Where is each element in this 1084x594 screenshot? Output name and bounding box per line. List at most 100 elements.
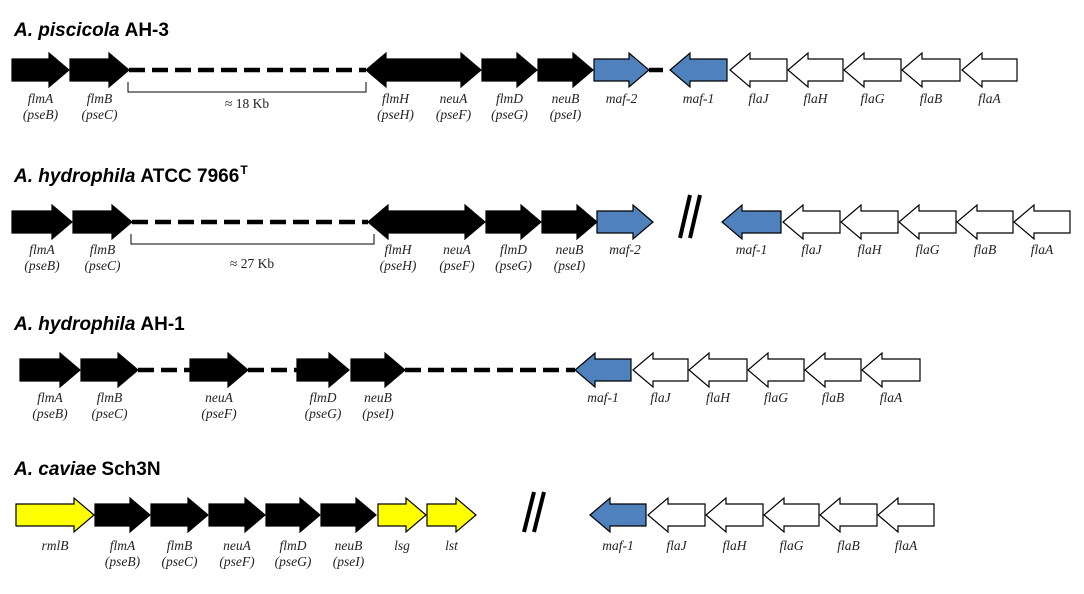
gene-label: flmA bbox=[110, 538, 136, 553]
gene-arrow-flaG bbox=[898, 203, 957, 241]
gene-arrow-flaJ bbox=[729, 51, 788, 89]
gene-arrow-flaB bbox=[956, 203, 1014, 241]
gene-arrow-flmB bbox=[150, 496, 209, 534]
gene-arrow-neuB bbox=[541, 203, 598, 241]
break-slash bbox=[688, 194, 702, 239]
gene-arrow-flaG bbox=[763, 496, 820, 534]
gap-bracket bbox=[130, 234, 375, 245]
gap-bracket bbox=[127, 82, 367, 93]
strain-id: Sch3N bbox=[101, 459, 160, 480]
gene-arrow-flaJ bbox=[782, 203, 841, 241]
gene-label: flaH bbox=[857, 242, 882, 257]
gene-label: flmB bbox=[90, 242, 116, 257]
gene-arrow-flmA bbox=[19, 351, 81, 389]
gene-label: flaB bbox=[822, 390, 845, 405]
gene-label: maf-1 bbox=[683, 91, 715, 106]
gene-label: flmD bbox=[310, 390, 337, 405]
gene-label: flaG bbox=[779, 538, 803, 553]
gene-alias-label: (pseG) bbox=[275, 554, 312, 569]
gene-label: flaH bbox=[803, 91, 828, 106]
gene-label: maf-2 bbox=[609, 242, 641, 257]
gene-alias-label: (pseB) bbox=[105, 554, 141, 569]
gene-label: neuA bbox=[440, 91, 468, 106]
gene-label: neuB bbox=[364, 390, 392, 405]
gene-label: flaB bbox=[837, 538, 860, 553]
gene-label: flaA bbox=[895, 538, 918, 553]
gene-label: maf-1 bbox=[587, 390, 619, 405]
gene-arrow-flmB bbox=[80, 351, 139, 389]
gene-alias-label: (pseI) bbox=[550, 107, 582, 122]
gene-label: flaJ bbox=[801, 242, 822, 257]
gene-alias-label: (pseH) bbox=[377, 107, 414, 122]
gene-arrow-flaJ bbox=[647, 496, 706, 534]
gene-label: flmH bbox=[385, 242, 413, 257]
gene-arrow-flaH bbox=[688, 351, 748, 389]
gene-arrow-flaH bbox=[705, 496, 764, 534]
gene-arrow-maf-1 bbox=[669, 51, 728, 89]
gene-alias-label: (pseC) bbox=[85, 258, 121, 273]
gene-arrow-flaG bbox=[843, 51, 902, 89]
gene-label: maf-1 bbox=[602, 538, 634, 553]
gene-arrow-flaA bbox=[877, 496, 935, 534]
strain-id: AH-1 bbox=[140, 314, 185, 335]
gene-alias-label: (pseB) bbox=[32, 406, 68, 421]
gene-arrow-lst bbox=[426, 496, 477, 534]
gene-arrow-neuA bbox=[189, 351, 249, 389]
gene-label: flmA bbox=[37, 390, 63, 405]
gene-arrow-flmD bbox=[296, 351, 350, 389]
gene-label: flmH bbox=[382, 91, 410, 106]
gene-label: maf-2 bbox=[606, 91, 638, 106]
break-slash bbox=[522, 491, 536, 533]
gene-label: flmD bbox=[500, 242, 527, 257]
gene-arrow-flaB bbox=[804, 351, 862, 389]
gene-arrow-flmA bbox=[94, 496, 151, 534]
gene-label: flaG bbox=[764, 390, 788, 405]
strain-superscript: T bbox=[240, 163, 248, 177]
gene-label: flmA bbox=[28, 91, 54, 106]
species-name: A. piscicola bbox=[13, 20, 120, 41]
gene-label: neuB bbox=[556, 242, 584, 257]
gene-arrow-maf-1 bbox=[721, 203, 782, 241]
gene-label: flaA bbox=[1031, 242, 1054, 257]
gene-arrow-neuB bbox=[350, 351, 406, 389]
gene-label: lst bbox=[445, 538, 459, 553]
gene-arrow-flmA bbox=[11, 203, 73, 241]
gene-arrow-neuA bbox=[208, 496, 266, 534]
gene-label: lsg bbox=[394, 538, 410, 553]
gene-arrow-neuA bbox=[425, 51, 482, 89]
gene-arrow-flmD bbox=[481, 51, 538, 89]
gene-arrow-flaA bbox=[961, 51, 1018, 89]
gene-label: rmlB bbox=[42, 538, 69, 553]
gene-label: flmA bbox=[29, 242, 55, 257]
gene-arrow-maf-1 bbox=[589, 496, 647, 534]
gene-label: flaG bbox=[915, 242, 939, 257]
break-slash bbox=[532, 491, 546, 533]
gene-alias-label: (pseF) bbox=[219, 554, 255, 569]
gene-alias-label: (pseB) bbox=[23, 107, 59, 122]
gene-alias-label: (pseG) bbox=[495, 258, 532, 273]
gene-label: neuB bbox=[335, 538, 363, 553]
gene-label: flaJ bbox=[748, 91, 769, 106]
gene-label: flmB bbox=[97, 390, 123, 405]
gene-alias-label: (pseC) bbox=[82, 107, 118, 122]
gene-label: flaH bbox=[722, 538, 747, 553]
gene-arrow-lsg bbox=[377, 496, 427, 534]
gene-label: neuA bbox=[205, 390, 233, 405]
break-slash bbox=[678, 194, 692, 239]
gene-arrow-flmB bbox=[69, 51, 130, 89]
gene-arrow-flaG bbox=[747, 351, 805, 389]
gene-arrow-flaB bbox=[819, 496, 878, 534]
gene-arrow-flaJ bbox=[632, 351, 689, 389]
gene-arrow-flaB bbox=[901, 51, 961, 89]
gene-alias-label: (pseB) bbox=[24, 258, 60, 273]
gene-label: flmB bbox=[167, 538, 193, 553]
gene-label: neuB bbox=[552, 91, 580, 106]
gene-alias-label: (pseF) bbox=[201, 406, 237, 421]
gene-arrow-maf-2 bbox=[596, 203, 654, 241]
